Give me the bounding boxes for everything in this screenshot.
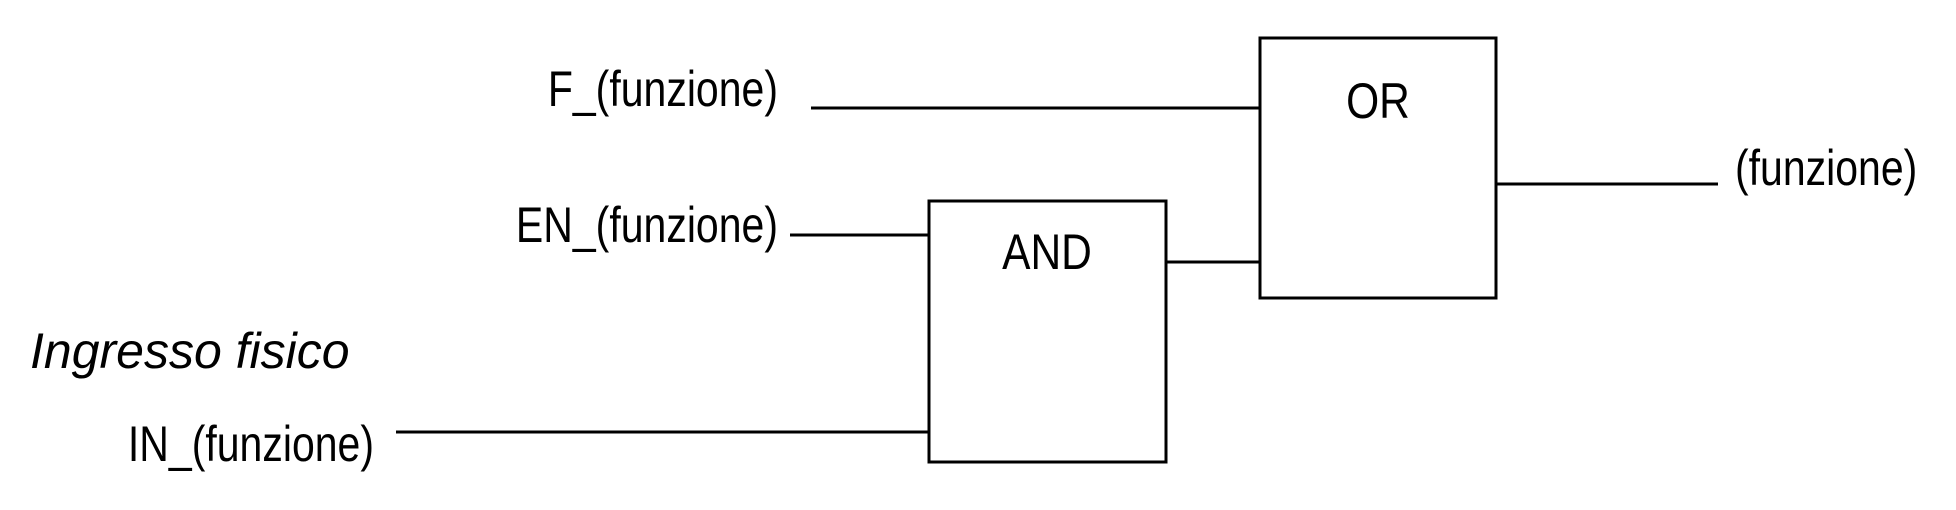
input-label-in: IN_(funzione) — [128, 416, 374, 472]
input-label-f: F_(funzione) — [548, 61, 778, 117]
output-label: (funzione) — [1735, 140, 1917, 196]
input-label-en: EN_(funzione) — [516, 197, 778, 253]
or-gate — [1258, 36, 1498, 300]
physical-input-label: Ingresso fisico — [30, 323, 350, 379]
and-gate-label: AND — [1002, 224, 1092, 280]
and-gate — [927, 199, 1168, 464]
or-gate-label: OR — [1346, 73, 1410, 129]
